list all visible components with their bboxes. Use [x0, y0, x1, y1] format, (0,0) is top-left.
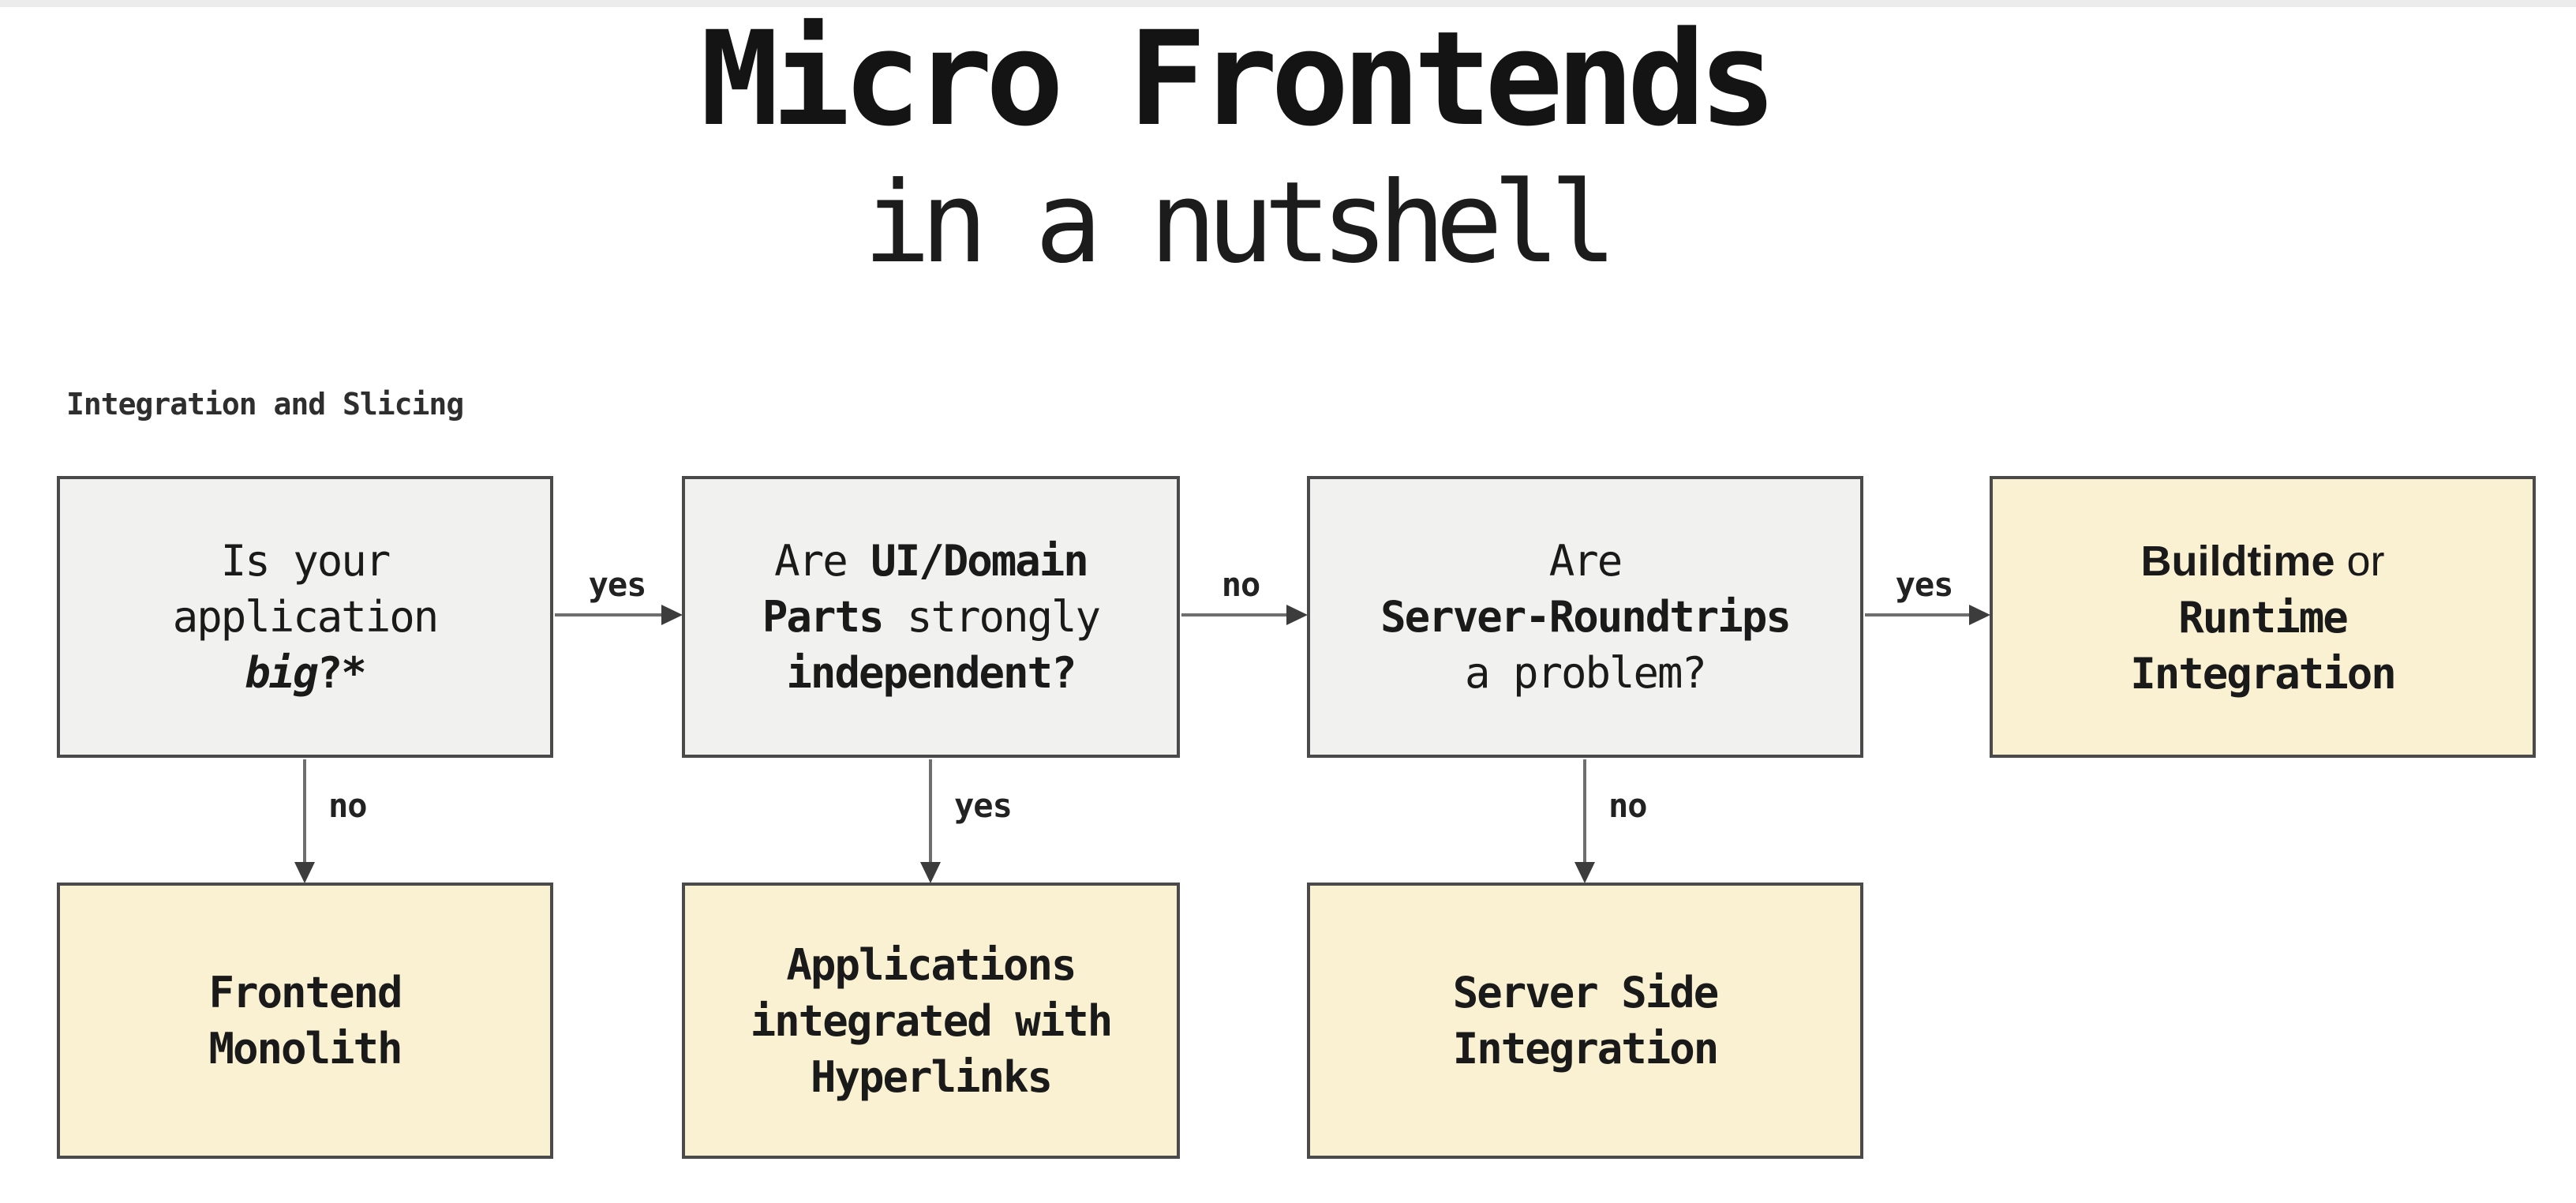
text-segment: Server-Roundtrips [1380, 592, 1792, 642]
edge-label-yes: yes [588, 565, 647, 604]
decision-text-line: big?* [245, 645, 367, 701]
text-segment: a problem? [1464, 648, 1707, 698]
arrow-line [1181, 613, 1288, 616]
result-text-line: Monolith [208, 1021, 402, 1077]
decision-box-server-roundtrips: Are Server-Roundtrips a problem? [1307, 476, 1863, 758]
text-segment: application [172, 592, 440, 642]
text-segment: UI/Domain [871, 536, 1089, 586]
decision-text-line: Are UI/Domain [774, 533, 1089, 589]
text-segment: Integration [1452, 1024, 1720, 1074]
arrowhead-down-icon [294, 862, 315, 883]
edge-label-no: no [1221, 565, 1261, 604]
text-segment: Runtime [2178, 592, 2349, 643]
decision-text-line: a problem? [1464, 645, 1707, 701]
edge-label-no: no [1608, 786, 1648, 825]
arrowhead-down-icon [920, 862, 941, 883]
text-segment: Is your [220, 536, 391, 586]
decision-text-line: Server-Roundtrips [1380, 589, 1792, 645]
edge-label-yes: yes [1895, 565, 1954, 604]
result-box-buildtime-runtime-integration: Buildtime or Runtime Integration [1990, 476, 2536, 758]
top-edge-strip [0, 0, 2576, 7]
arrow-line [303, 759, 306, 864]
text-segment: big [245, 648, 319, 698]
decision-text-line: independent? [786, 645, 1076, 701]
result-text-line: Integration [1452, 1021, 1720, 1077]
decision-text-line: Are [1548, 533, 1623, 589]
decision-text-line: Is your [220, 533, 391, 589]
text-segment: Server Side [1452, 968, 1720, 1017]
text-segment: independent? [786, 648, 1076, 698]
arrowhead-right-icon [1286, 605, 1308, 625]
arrowhead-right-icon [661, 605, 683, 625]
text-segment: Integration [2130, 648, 2397, 699]
result-text-line: Hyperlinks [810, 1049, 1053, 1105]
text-segment: Parts [762, 592, 885, 642]
result-text-line: Frontend [208, 965, 402, 1021]
arrow-line [929, 759, 932, 864]
result-text-line: Server Side [1452, 965, 1720, 1021]
text-segment: Monolith [208, 1024, 402, 1074]
result-box-server-side-integration: Server Side Integration [1307, 883, 1863, 1159]
arrow-line [555, 613, 663, 616]
title-line-1: Micro Frontends [700, 3, 1777, 155]
title-line-2: in a nutshell [863, 158, 1617, 288]
result-box-frontend-monolith: Frontend Monolith [57, 883, 553, 1159]
text-segment: Applications [786, 939, 1076, 990]
decision-box-ui-domain-independent: Are UI/Domain Parts strongly independent… [682, 476, 1180, 758]
result-text-line: integrated with [750, 993, 1114, 1049]
arrow-line [1583, 759, 1586, 864]
text-segment: or [2334, 537, 2385, 585]
decision-text-line: application [172, 589, 440, 645]
result-box-applications-hyperlinks: Applications integrated with Hyperlinks [682, 883, 1180, 1159]
result-text-line: Integration [2130, 646, 2397, 702]
decision-box-is-application-big: Is your application big?* [57, 476, 553, 758]
text-segment: Are [1548, 536, 1623, 586]
text-segment: Are [774, 536, 871, 586]
decision-text-line: Parts strongly [762, 589, 1101, 645]
page-title: Micro Frontends in a nutshell [0, 5, 2470, 294]
text-segment: Frontend [208, 968, 402, 1017]
text-segment: Buildtime [2140, 537, 2335, 585]
arrow-line [1865, 613, 1971, 616]
text-segment: strongly [882, 592, 1101, 642]
text-segment: integrated with [750, 995, 1114, 1046]
result-text-line: Applications [786, 937, 1076, 993]
result-text-line: Buildtime or [2140, 533, 2384, 590]
edge-label-no: no [328, 786, 368, 825]
text-segment: ?* [316, 648, 367, 698]
text-segment: Hyperlinks [810, 1051, 1053, 1102]
section-label: Integration and Slicing [66, 387, 464, 422]
edge-label-yes: yes [954, 786, 1013, 825]
arrowhead-right-icon [1969, 605, 1990, 625]
result-text-line: Runtime [2178, 590, 2349, 646]
arrowhead-down-icon [1574, 862, 1595, 883]
